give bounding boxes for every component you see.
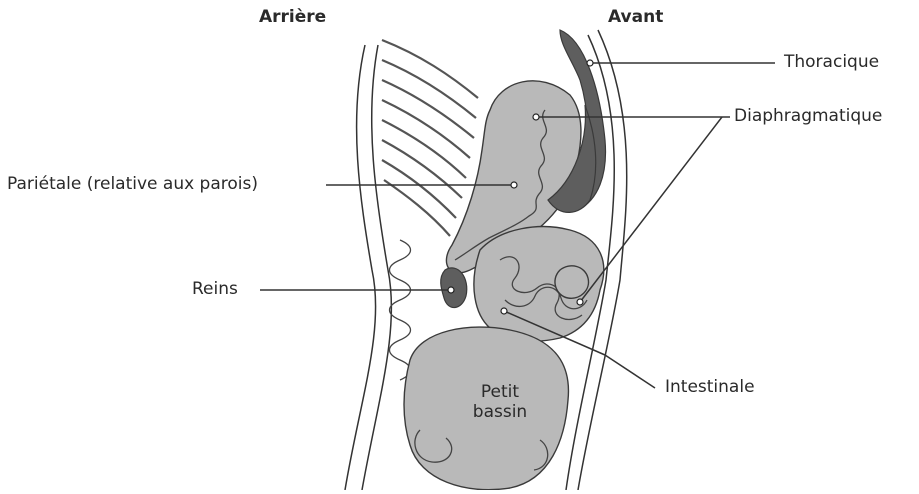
- marker-thoracic: [587, 60, 593, 66]
- label-pelvis-line2: bassin: [465, 402, 535, 422]
- ribs: [382, 40, 478, 236]
- header-front: Avant: [608, 7, 663, 27]
- back-wall-inner: [362, 45, 391, 490]
- label-thoracic: Thoracique: [784, 52, 879, 72]
- label-diaphragmatic: Diaphragmatique: [734, 106, 882, 126]
- label-intestinal: Intestinale: [665, 377, 755, 397]
- marker-intestinal: [501, 308, 507, 314]
- intestine-small-loop: [555, 266, 589, 298]
- marker-kidneys: [448, 287, 454, 293]
- marker-parietal: [511, 182, 517, 188]
- label-pelvis-line1: Petit: [472, 382, 528, 402]
- label-parietal: Pariétale (relative aux parois): [7, 174, 258, 194]
- spine: [390, 240, 411, 380]
- header-back: Arrière: [259, 7, 326, 27]
- label-kidneys: Reins: [192, 279, 238, 299]
- leader-intestinal-2: [605, 355, 655, 388]
- marker-diaphragm-liver: [533, 114, 539, 120]
- marker-diaphragm-intestine: [577, 299, 583, 305]
